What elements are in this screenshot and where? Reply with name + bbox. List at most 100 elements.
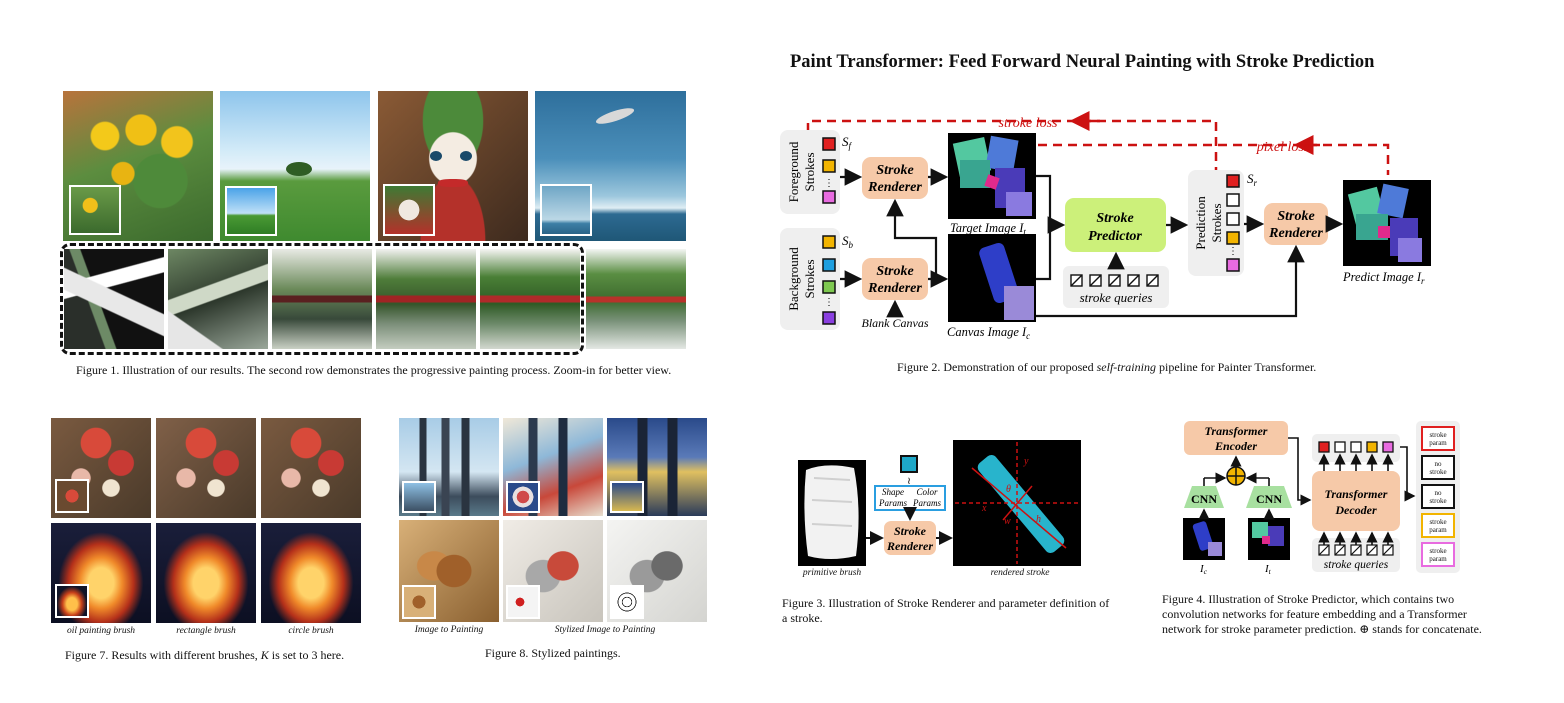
progress-step-3 bbox=[272, 249, 372, 349]
svg-text:Params: Params bbox=[878, 498, 907, 508]
svg-text:x: x bbox=[981, 503, 987, 514]
background-label-2: Strokes bbox=[802, 260, 817, 299]
city-painting bbox=[399, 418, 499, 516]
svg-text:Sf: Sf bbox=[842, 134, 853, 151]
svg-text:≀: ≀ bbox=[907, 476, 911, 487]
svg-text:Renderer: Renderer bbox=[1268, 226, 1323, 241]
output-box-label: stroke bbox=[1429, 547, 1447, 555]
output-box-label: no bbox=[1434, 460, 1442, 468]
svg-text:Transformer: Transformer bbox=[1205, 424, 1268, 438]
svg-text:Canvas Image Ic: Canvas Image Ic bbox=[947, 325, 1030, 341]
figure-2-caption: Figure 2. Demonstration of our proposed … bbox=[897, 360, 1317, 374]
figure-3-caption: Figure 3. Illustration of Stroke Rendere… bbox=[782, 596, 1110, 625]
svg-text:It: It bbox=[1264, 563, 1272, 576]
svg-text:Sb: Sb bbox=[842, 233, 854, 250]
svg-text:CNN: CNN bbox=[1256, 492, 1282, 506]
stroke-loss-path bbox=[806, 119, 1390, 175]
progress-final-photo bbox=[586, 249, 686, 349]
squirrel-stylized-1 bbox=[503, 520, 603, 622]
stroke-renderer-3 bbox=[1264, 203, 1328, 245]
stroke-renderer-1 bbox=[862, 157, 928, 199]
seagull-painting bbox=[535, 91, 686, 241]
label-oil-painting-brush: oil painting brush bbox=[66, 626, 136, 636]
output-box-label: no bbox=[1434, 489, 1442, 497]
svg-text:Predict Image Ir: Predict Image Ir bbox=[1342, 270, 1425, 286]
svg-text:stroke queries: stroke queries bbox=[1324, 559, 1389, 571]
stroke-renderer-diagram: ≀ Shape Params Color Params Stroke Rende… bbox=[798, 440, 1081, 566]
output-box-label: param bbox=[1429, 555, 1447, 563]
figure-4-caption: Figure 4. Illustration of Stroke Predict… bbox=[1162, 592, 1482, 636]
svg-text:Target Image It: Target Image It bbox=[950, 221, 1026, 237]
output-box-label: param bbox=[1429, 439, 1447, 447]
seagull-photo-inset bbox=[540, 184, 592, 236]
progress-step-2 bbox=[168, 249, 268, 349]
svg-text:Stroke: Stroke bbox=[876, 163, 913, 178]
transformer-encoder-box bbox=[1184, 421, 1288, 455]
svg-text:Shape: Shape bbox=[882, 487, 904, 497]
prediction-label-1: Prediction bbox=[1193, 196, 1208, 250]
field-photo-inset bbox=[225, 186, 277, 236]
squirrel-stylized-2 bbox=[607, 520, 707, 622]
svg-text:Predictor: Predictor bbox=[1088, 229, 1142, 244]
fig3-stroke-renderer bbox=[884, 521, 936, 555]
svg-text:Renderer: Renderer bbox=[886, 539, 933, 553]
fruit-oil-brush bbox=[51, 418, 151, 518]
progress-step-1 bbox=[64, 249, 164, 349]
fruit-rectangle-brush bbox=[156, 418, 256, 518]
label-stylized-image-to-painting: Stylized Image to Painting bbox=[554, 625, 656, 635]
svg-text:h: h bbox=[1036, 514, 1041, 525]
sunflower-photo-inset bbox=[69, 185, 121, 235]
svg-text:w: w bbox=[1004, 516, 1011, 527]
fire-rectangle-brush bbox=[156, 523, 256, 623]
figure-1-caption: Figure 1. Illustration of our results. T… bbox=[76, 363, 672, 377]
svg-text:Sr: Sr bbox=[1247, 171, 1258, 188]
progress-step-4 bbox=[376, 249, 476, 349]
background-panel bbox=[780, 228, 840, 330]
cnn-right bbox=[1246, 486, 1292, 508]
svg-text:⋮: ⋮ bbox=[1228, 246, 1238, 257]
pixel-loss-label: pixel loss bbox=[1256, 140, 1310, 155]
svg-text:CNN: CNN bbox=[1191, 492, 1217, 506]
label-rectangle-brush: rectangle brush bbox=[176, 626, 236, 636]
svg-text:Stroke: Stroke bbox=[876, 264, 913, 279]
squirrel-painting bbox=[399, 520, 499, 622]
svg-text:Encoder: Encoder bbox=[1214, 439, 1257, 453]
svg-text:Decoder: Decoder bbox=[1334, 503, 1377, 517]
params-box bbox=[874, 485, 946, 511]
label-image-to-painting: Image to Painting bbox=[414, 625, 484, 635]
stroke-renderer-2 bbox=[862, 258, 928, 300]
sunflower-painting bbox=[63, 91, 213, 241]
prediction-label-2: Strokes bbox=[1209, 204, 1224, 243]
fruit-circle-brush bbox=[261, 418, 361, 518]
svg-text:y: y bbox=[1023, 456, 1029, 467]
svg-text:Color: Color bbox=[916, 487, 938, 497]
label-rendered-stroke: rendered stroke bbox=[990, 568, 1050, 578]
stroke-loss-label: stroke loss bbox=[999, 116, 1059, 131]
svg-text:Blank Canvas: Blank Canvas bbox=[862, 316, 929, 330]
svg-text:Stroke: Stroke bbox=[894, 524, 927, 538]
svg-text:Ic: Ic bbox=[1199, 563, 1208, 576]
progress-step-5 bbox=[480, 249, 580, 349]
field-painting bbox=[220, 91, 370, 241]
output-box-label: stroke bbox=[1429, 518, 1447, 526]
transformer-decoder-box bbox=[1312, 471, 1400, 531]
label-primitive-brush: primitive brush bbox=[802, 568, 862, 578]
output-box-label: param bbox=[1429, 526, 1447, 534]
fire-circle-brush bbox=[261, 523, 361, 623]
city-stylized-2 bbox=[607, 418, 707, 516]
svg-text:⋮: ⋮ bbox=[824, 178, 834, 189]
paper-title: Paint Transformer: Feed Forward Neural P… bbox=[790, 52, 1375, 72]
pipeline-diagram: ⋮ ⋮ bbox=[780, 111, 1431, 341]
figure-8-caption: Figure 8. Stylized paintings. bbox=[485, 646, 621, 660]
foreground-label-2: Strokes bbox=[802, 153, 817, 192]
fire-oil-brush bbox=[51, 523, 151, 623]
label-circle-brush: circle brush bbox=[288, 626, 334, 636]
output-box-label: stroke bbox=[1429, 497, 1447, 505]
progress-dashed-box bbox=[60, 243, 584, 355]
